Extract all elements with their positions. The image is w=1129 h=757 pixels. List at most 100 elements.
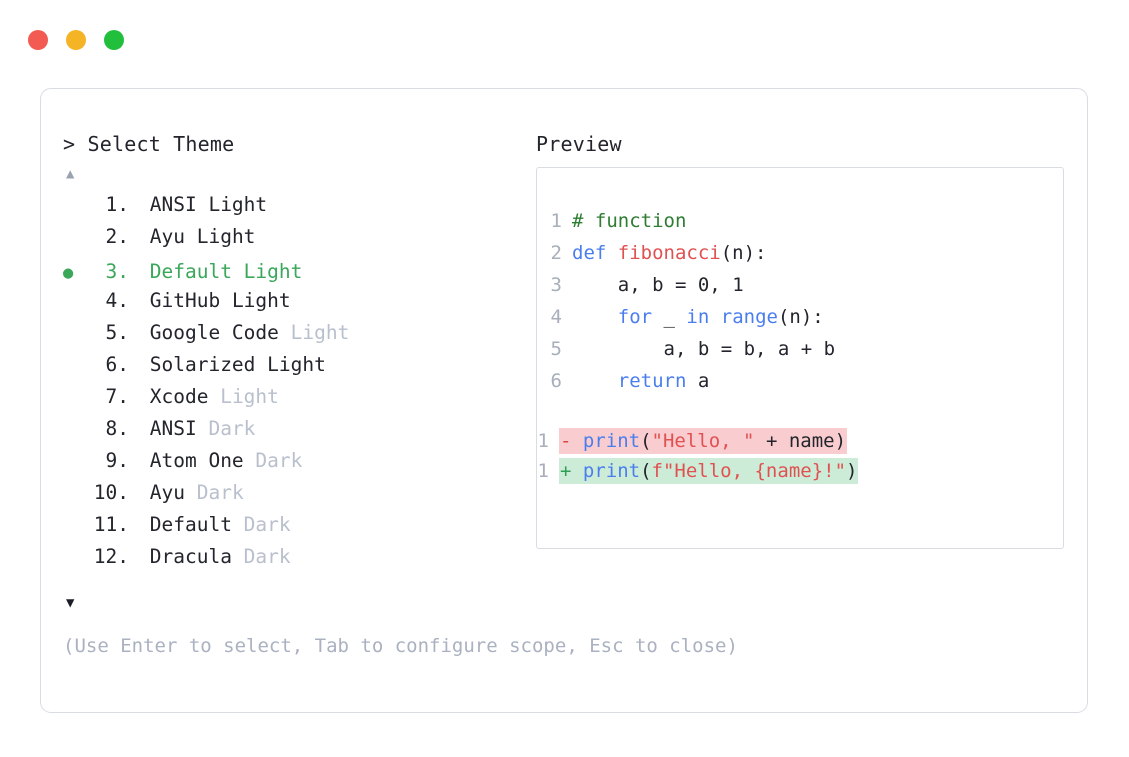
code-line: 3 a, b = 0, 1 bbox=[550, 274, 1063, 306]
code-token: ( bbox=[640, 430, 652, 452]
theme-list-item[interactable]: 11. Default Dark bbox=[63, 513, 533, 545]
theme-item-number: 11. bbox=[93, 513, 129, 536]
theme-item-name: ANSI bbox=[149, 193, 209, 216]
select-theme-label: Select Theme bbox=[87, 132, 235, 156]
code-token bbox=[572, 370, 618, 392]
code-line-text: def fibonacci(n): bbox=[572, 242, 766, 264]
code-line: 1 # function bbox=[550, 210, 1063, 242]
scroll-down-icon[interactable]: ▼ bbox=[66, 595, 75, 611]
code-line: 5 a, b = b, a + b bbox=[550, 338, 1063, 370]
theme-item-number: 4. bbox=[105, 289, 129, 312]
code-token: def bbox=[572, 242, 618, 264]
theme-item-name: Google Code bbox=[149, 321, 291, 344]
theme-item-number: 2. bbox=[105, 225, 129, 248]
code-line: 6 return a bbox=[550, 370, 1063, 402]
theme-item-variant: Light bbox=[267, 353, 326, 376]
theme-list-item[interactable]: 2. Ayu Light bbox=[63, 225, 533, 257]
theme-list-item[interactable]: 8. ANSI Dark bbox=[63, 417, 533, 449]
close-button[interactable] bbox=[28, 30, 48, 50]
theme-item-variant: Light bbox=[290, 321, 350, 344]
theme-item-number: 8. bbox=[105, 417, 129, 440]
theme-item-variant: Dark bbox=[255, 449, 303, 472]
theme-item-number: 3. bbox=[105, 260, 129, 283]
code-token: in bbox=[686, 306, 721, 328]
theme-item-number: 10. bbox=[93, 481, 129, 504]
theme-item-name: Xcode bbox=[149, 385, 221, 408]
code-token: (n): bbox=[777, 306, 824, 328]
window-traffic-lights bbox=[28, 30, 124, 50]
theme-item-variant: Light bbox=[231, 289, 291, 312]
theme-item-variant: Dark bbox=[208, 417, 256, 440]
theme-list-item[interactable]: 7. Xcode Light bbox=[63, 385, 533, 417]
theme-list-item[interactable]: 4. GitHub Light bbox=[63, 289, 533, 321]
theme-list-item[interactable]: 12. Dracula Dark bbox=[63, 545, 533, 577]
code-token: a bbox=[697, 370, 710, 392]
code-line-text: # function bbox=[572, 210, 686, 232]
code-token: return bbox=[617, 370, 698, 392]
theme-list-item[interactable]: 1. ANSI Light bbox=[63, 193, 533, 225]
theme-item-gap bbox=[129, 289, 150, 312]
theme-item-number: 5. bbox=[105, 321, 129, 344]
theme-item-name: GitHub bbox=[149, 289, 232, 312]
diff-line-plus: 1+ print(f"Hello, {name}!") bbox=[537, 458, 1063, 488]
theme-item-name: Default bbox=[149, 260, 244, 283]
minimize-button[interactable] bbox=[66, 30, 86, 50]
prompt-caret-icon: > bbox=[63, 132, 76, 156]
code-token bbox=[572, 306, 618, 328]
theme-item-name: Solarized bbox=[149, 353, 268, 376]
theme-item-number: 9. bbox=[105, 449, 129, 472]
code-token: print bbox=[582, 430, 641, 452]
select-theme-title bbox=[75, 132, 87, 156]
code-token: fibonacci bbox=[617, 242, 721, 264]
theme-item-variant: Light bbox=[196, 225, 256, 248]
code-token: (n): bbox=[720, 242, 767, 264]
theme-list-item[interactable]: ● 3. Default Light bbox=[63, 257, 533, 289]
theme-item-variant: Dark bbox=[243, 513, 291, 536]
theme-list-item[interactable]: 9. Atom One Dark bbox=[63, 449, 533, 481]
code-token: "Hello, " bbox=[651, 430, 755, 452]
code-token: 0 bbox=[697, 274, 710, 296]
zoom-button[interactable] bbox=[104, 30, 124, 50]
theme-item-variant: Dark bbox=[196, 481, 244, 504]
theme-item-name: Ayu bbox=[149, 481, 197, 504]
diff-line-body: - print("Hello, " + name) bbox=[559, 428, 848, 454]
diff-area: 1 - print("Hello, " + name) 1+ print(f"Hel… bbox=[537, 428, 1063, 488]
theme-item-name: Default bbox=[149, 513, 244, 536]
theme-item-name: Atom One bbox=[149, 449, 256, 472]
theme-list-item[interactable]: 5. Google Code Light bbox=[63, 321, 533, 353]
theme-list-item[interactable]: 6. Solarized Light bbox=[63, 353, 533, 385]
theme-item-gap bbox=[129, 193, 150, 216]
theme-item-number: 1. bbox=[105, 193, 129, 216]
theme-item-gap bbox=[129, 321, 150, 344]
code-line-text: for _ in range(n): bbox=[572, 306, 824, 328]
code-line-text: return a bbox=[572, 370, 710, 392]
diff-sign-icon: + bbox=[560, 460, 583, 482]
theme-item-gap bbox=[129, 513, 150, 536]
code-token: range bbox=[720, 306, 778, 328]
code-token: # function bbox=[572, 210, 687, 232]
theme-item-name: Ayu bbox=[149, 225, 197, 248]
code-token: , bbox=[709, 274, 733, 296]
code-token: 1 bbox=[732, 274, 744, 296]
code-token: a, b = bbox=[572, 274, 698, 296]
theme-item-number: 12. bbox=[93, 545, 129, 568]
code-token: ) bbox=[846, 460, 858, 482]
code-line-number: 5 bbox=[550, 338, 562, 360]
theme-list-item[interactable]: 10. Ayu Dark bbox=[63, 481, 533, 513]
selected-bullet-icon: ● bbox=[63, 263, 74, 283]
code-line-text: a, b = b, a + b bbox=[572, 338, 836, 360]
theme-item-variant: Dark bbox=[243, 545, 291, 568]
code-line-number: 1 bbox=[550, 210, 562, 232]
theme-item-variant: Light bbox=[243, 260, 303, 283]
scroll-up-icon[interactable]: ▲ bbox=[66, 166, 75, 182]
diff-line-number: 1 bbox=[537, 430, 549, 452]
code-line-number: 6 bbox=[550, 370, 562, 392]
diff-sign-icon: - bbox=[560, 430, 583, 452]
code-line-number: 3 bbox=[550, 274, 562, 296]
